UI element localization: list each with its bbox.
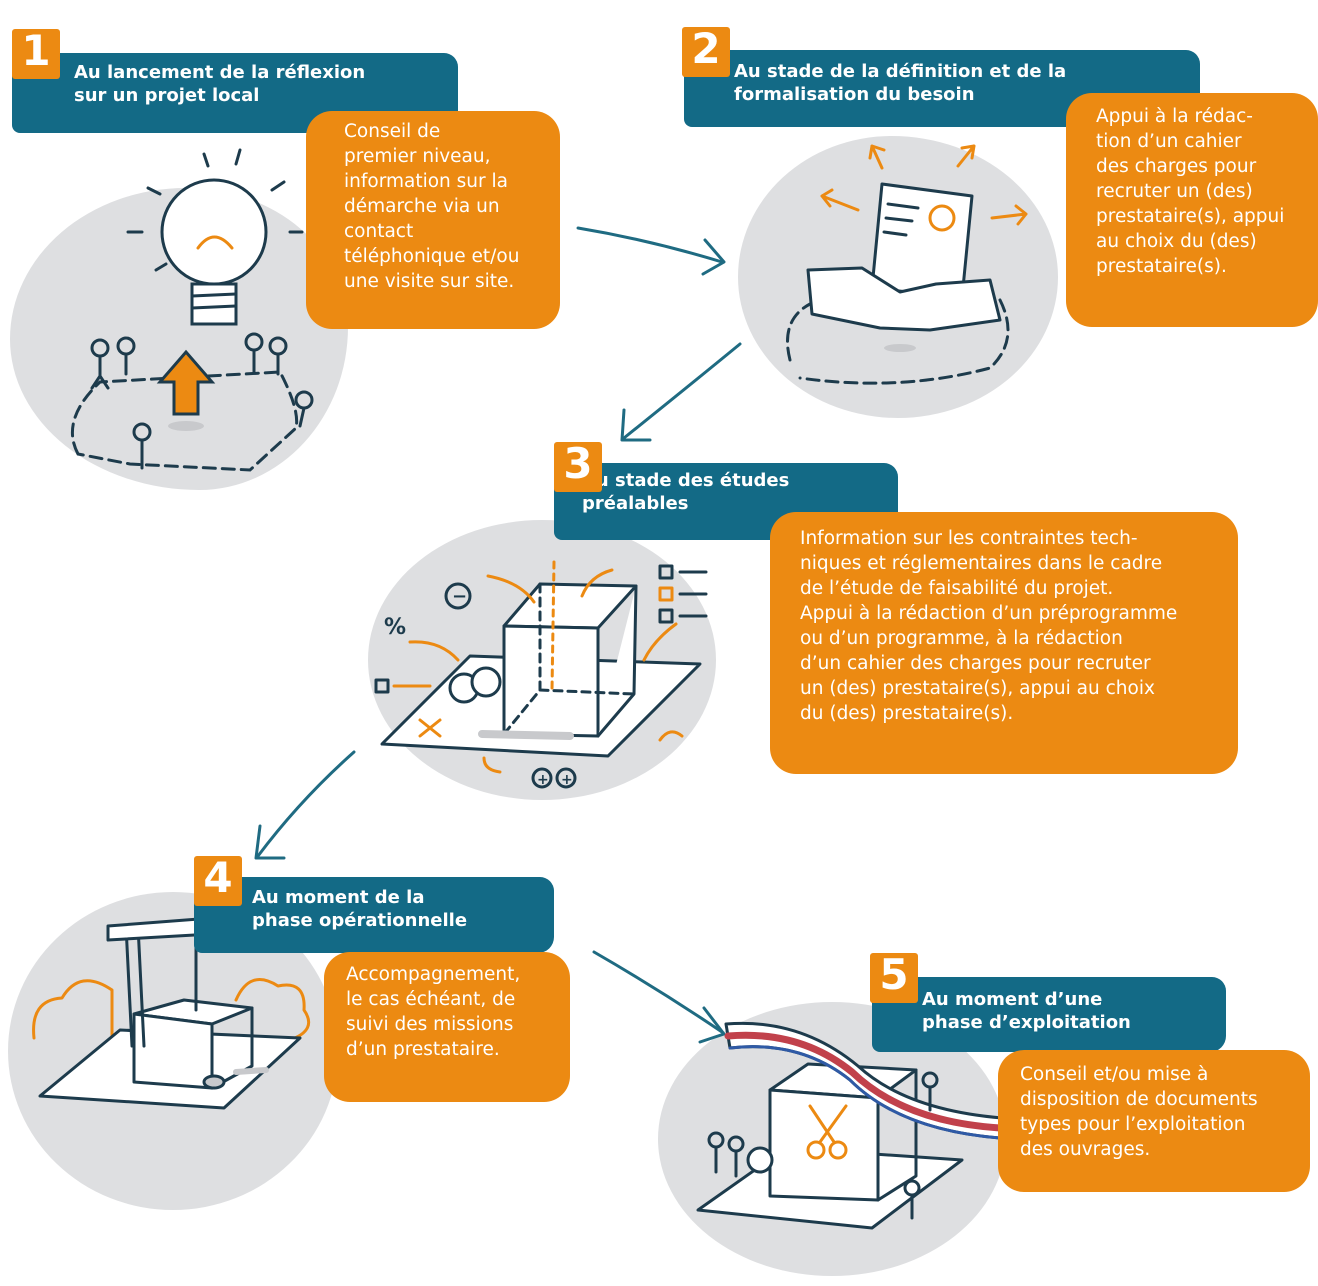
plus-symbol-b: +	[561, 772, 573, 788]
step-3-title: Au stade des études préalables	[582, 470, 790, 514]
lightbulb-illustration	[70, 148, 314, 472]
arrow-1-to-2	[576, 226, 724, 264]
step-1-number: 1	[12, 29, 60, 79]
step-2-description: Appui à la rédac- tion d’un cahier des c…	[1066, 93, 1318, 327]
minus-symbol: −	[452, 586, 467, 607]
step-5-header: Au moment d’une phase d’exploitation	[872, 977, 1226, 1052]
step-3-number: 3	[554, 442, 602, 492]
step-4-number: 4	[194, 856, 242, 906]
arrow-2-to-3	[622, 342, 742, 440]
handshake-contract-illustration	[786, 144, 1028, 385]
arrow-3-to-4	[256, 750, 356, 858]
step-2-number: 2	[682, 27, 730, 77]
step-4-title: Au moment de la phase opérationnelle	[252, 887, 468, 931]
step-5-title: Au moment d’une phase d’exploitation	[922, 989, 1131, 1033]
plus-symbol-a: +	[537, 772, 549, 788]
ribbon-cutting-illustration	[696, 1021, 1004, 1230]
step-3-description: Information sur les contraintes tech- ni…	[770, 512, 1238, 774]
step-5-description: Conseil et/ou mise à disposition de docu…	[998, 1050, 1310, 1192]
step-1-description: Conseil de premier niveau, information s…	[306, 111, 560, 329]
percent-symbol: %	[384, 615, 406, 640]
cube-plan-illustration	[374, 560, 708, 789]
step-1-title: Au lancement de la réflexion sur un proj…	[74, 62, 366, 106]
step-1-header: Au lancement de la réflexion sur un proj…	[12, 53, 458, 133]
construction-crane-illustration	[32, 916, 311, 1110]
step-4-description: Accompagnement, le cas échéant, de suivi…	[324, 952, 570, 1102]
step-5-number: 5	[870, 953, 918, 1003]
step-4-header: Au moment de la phase opérationnelle	[194, 877, 554, 953]
step-2-title: Au stade de la définition et de la forma…	[734, 61, 1067, 105]
arrow-4-to-5	[592, 950, 724, 1034]
